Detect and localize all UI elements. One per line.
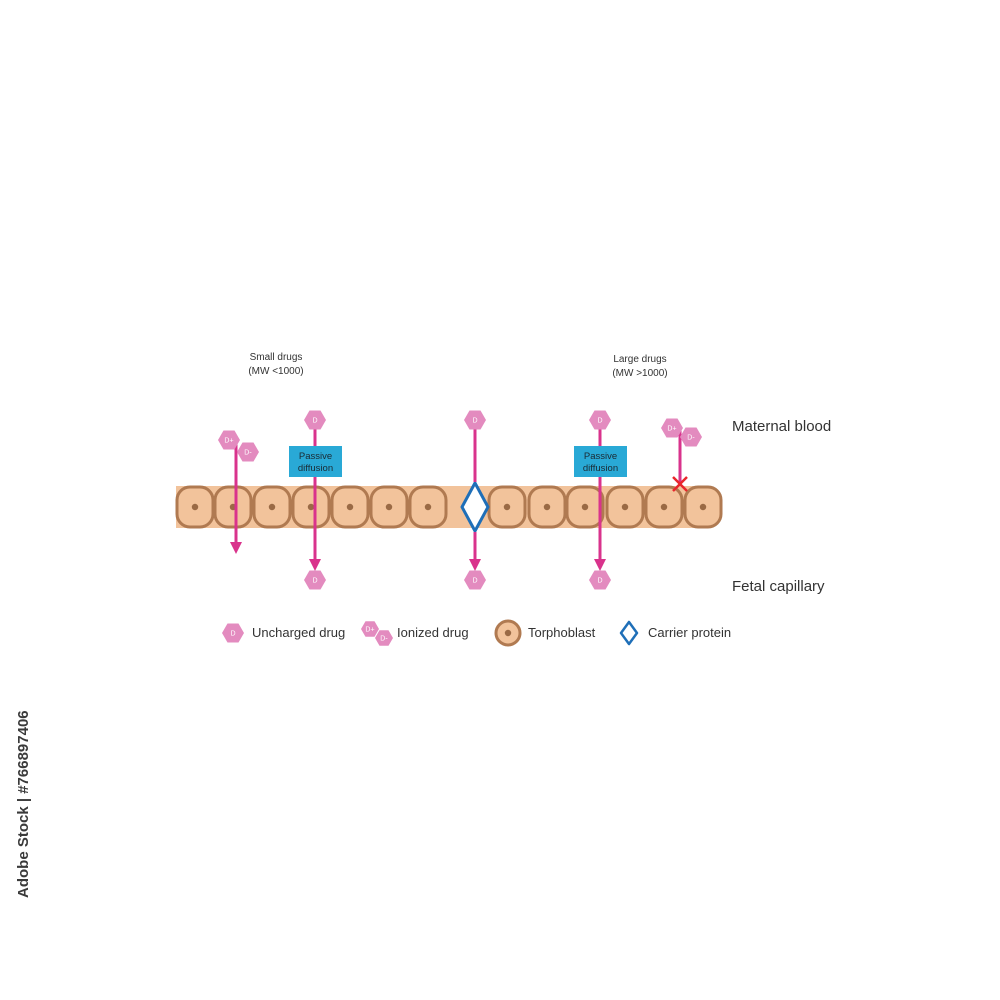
legend-uncharged-hex-shape (222, 623, 244, 643)
ionized-drug-negative-text: D- (244, 450, 252, 457)
legend-ionized-negative-hex-text: D- (380, 636, 388, 643)
trophoblast-cell-6 (369, 485, 409, 529)
carrier-drug-bottom-text: D (472, 578, 477, 585)
small-drug-bottom-shape (304, 570, 326, 590)
passive-diffusion-box-2 (574, 446, 627, 477)
drug-passages: D+D-DPassivediffusionDDDDPassivediffusio… (218, 410, 702, 590)
legend-trophoblast-cell (494, 619, 522, 647)
carrier-drug-bottom: D (464, 570, 486, 590)
trophoblast-cell-12 (644, 485, 684, 529)
small-drug-top: D (304, 410, 326, 430)
small-drug-top-text: D (312, 418, 317, 425)
legend-carrier-diamond (619, 620, 639, 646)
ionized-drug-positive-text: D+ (224, 438, 233, 445)
ionized-drug-positive-shape (218, 430, 240, 450)
legend-ionized-negative-hex-shape (375, 630, 393, 646)
maternal-blood-label: Maternal blood (732, 418, 831, 435)
trophoblast-cell-7-nucleus (424, 503, 432, 511)
trophoblast-cell-3-nucleus (268, 503, 276, 511)
legend-carrier-label: Carrier protein (648, 625, 731, 640)
carrier-drug-bottom-shape (464, 570, 486, 590)
ionized-drug-positive: D+ (218, 430, 240, 450)
trophoblast-cell-4 (291, 485, 331, 529)
trophoblast-membrane (175, 481, 723, 533)
trophoblast-cell-11-nucleus (621, 503, 629, 511)
blocked-drug-positive: D+ (661, 418, 683, 438)
passive-diffusion-label-2a: Passive (584, 451, 617, 462)
small-drug-top-shape (304, 410, 326, 430)
fetal-capillary-label: Fetal capillary (732, 578, 825, 595)
legend-uncharged-label: Uncharged drug (252, 625, 345, 640)
legend-trophoblast-label: Torphoblast (528, 625, 596, 640)
small-drugs-mw-label: (MW <1000) (248, 366, 303, 377)
ionized-drug-negative: D- (237, 442, 259, 462)
legend-ionized-positive-hex-shape (361, 621, 379, 637)
passive-diffusion-label-1a: Passive (299, 451, 332, 462)
legend-uncharged-hex: D (222, 623, 244, 643)
legend-ionized-positive-hex-text: D+ (365, 627, 374, 634)
trophoblast-cell-11 (605, 485, 645, 529)
blocked-drug-negative-shape (680, 427, 702, 447)
blocked-cross-line-2 (672, 476, 688, 492)
passive-diffusion-label-2b: diffusion (583, 463, 618, 474)
large-drugs-label: Large drugs (613, 354, 666, 365)
trophoblast-cell-8-nucleus (503, 503, 511, 511)
large-drug-top-shape (589, 410, 611, 430)
carrier-drug-top: D (464, 410, 486, 430)
trophoblast-cell-9-nucleus (543, 503, 551, 511)
carrier-drug-top-text: D (472, 418, 477, 425)
large-drug-bottom-text: D (597, 578, 602, 585)
passive-diffusion-label-1b: diffusion (298, 463, 333, 474)
large-drugs-mw-label: (MW >1000) (612, 368, 667, 379)
legend-ionized-label: Ionized drug (397, 625, 469, 640)
trophoblast-cell-3 (252, 485, 292, 529)
ionized-drug-negative-shape (237, 442, 259, 462)
trophoblast-cell-4-nucleus (307, 503, 315, 511)
large-drug-top-text: D (597, 418, 602, 425)
trophoblast-cell-12-nucleus (660, 503, 668, 511)
trophoblast-cell-7 (408, 485, 448, 529)
passive-diffusion-box-1 (289, 446, 342, 477)
small-drug-bottom-text: D (312, 578, 317, 585)
trophoblast-cell-9 (527, 485, 567, 529)
carrier-protein-diamond (460, 481, 490, 533)
legend: D Uncharged drug D+ D- Ionized drug Torph… (222, 619, 731, 647)
carrier-drug-top-shape (464, 410, 486, 430)
blocked-drug-positive-text: D+ (667, 426, 676, 433)
trophoblast-cell-8 (487, 485, 527, 529)
ionized-drug-icon: D+ D- (361, 621, 393, 646)
uncharged-drug-icon: D (222, 623, 244, 643)
blocked-drug-negative-text: D- (687, 435, 695, 442)
large-drug-top: D (589, 410, 611, 430)
legend-ionized-negative-hex: D- (375, 630, 393, 646)
trophoblast-cell-2 (213, 485, 253, 529)
small-drugs-label: Small drugs (250, 352, 303, 363)
large-drug-bottom-shape (589, 570, 611, 590)
trophoblast-cell-10-nucleus (581, 503, 589, 511)
trophoblast-cell-10 (565, 485, 605, 529)
trophoblast-cell-6-nucleus (385, 503, 393, 511)
small-drug-bottom: D (304, 570, 326, 590)
legend-ionized-positive-hex: D+ (361, 621, 379, 637)
legend-uncharged-hex-text: D (230, 631, 235, 638)
blocked-drug-negative: D- (680, 427, 702, 447)
trophoblast-cell-5-nucleus (346, 503, 354, 511)
trophoblast-cell-13-nucleus (699, 503, 707, 511)
trophoblast-cell-13 (683, 485, 723, 529)
trophoblast-icon (494, 619, 522, 647)
blocked-drug-positive-shape (661, 418, 683, 438)
legend-trophoblast-cell-nucleus (504, 629, 512, 637)
large-drug-bottom: D (589, 570, 611, 590)
carrier-protein-icon (619, 620, 639, 646)
trophoblast-cell-1 (175, 485, 215, 529)
watermark-text: Adobe Stock | #766897406 (15, 710, 32, 898)
trophoblast-cell-5 (330, 485, 370, 529)
trophoblast-cell-1-nucleus (191, 503, 199, 511)
